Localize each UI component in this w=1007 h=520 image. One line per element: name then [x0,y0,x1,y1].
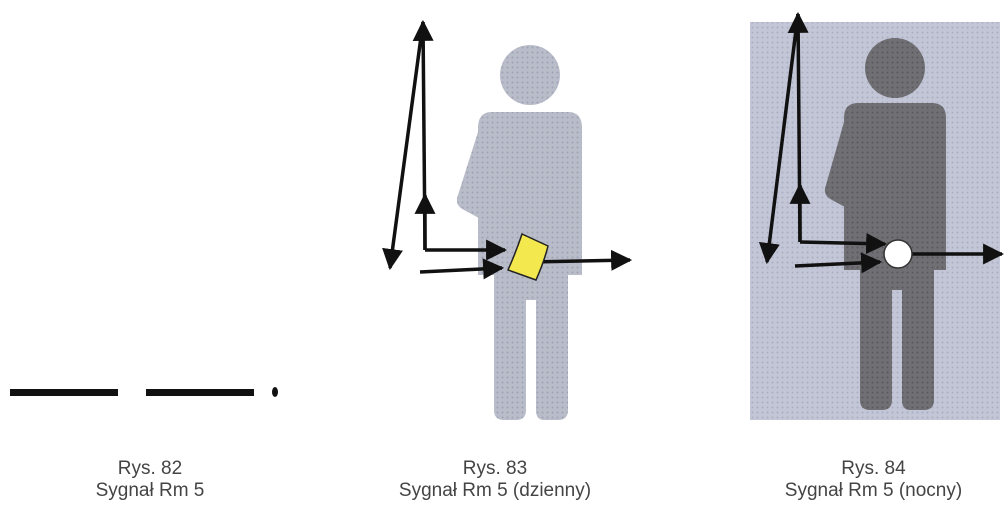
person-head [865,38,925,98]
figure-84-number: Rys. 84 [740,458,1007,480]
figure-84: Rys. 84 Sygnał Rm 5 (nocny) [740,0,1007,520]
person-yellow-flag-signal-icon [330,0,660,440]
arrow-horizontal-top [800,242,885,244]
arrow-down-swing [390,22,423,268]
figure-83: Rys. 83 Sygnał Rm 5 (dzienny) [330,0,660,520]
white-lamp [884,240,912,268]
person-head [500,45,560,105]
figure-83-caption: Rys. 83 Sygnał Rm 5 (dzienny) [330,458,660,502]
figure-82-number: Rys. 82 [0,458,300,480]
long-dash-2 [146,389,254,396]
person-silhouette [457,45,582,420]
long-dash-1 [10,389,118,396]
arrow-up-high [798,14,800,242]
figure-82-caption: Rys. 82 Sygnał Rm 5 [0,458,300,502]
figure-83-number: Rys. 83 [330,458,660,480]
morse-dash-dash-dot-icon [0,0,300,440]
figure-84-caption: Rys. 84 Sygnał Rm 5 (nocny) [740,458,1007,502]
person-white-lamp-signal-icon [740,0,1007,440]
figure-82-title: Sygnał Rm 5 [0,480,300,502]
figure-82: Rys. 82 Sygnał Rm 5 [0,0,300,520]
figure-84-title: Sygnał Rm 5 (nocny) [740,480,1007,502]
arrow-hip-right [530,260,630,262]
arrow-up-high [423,22,425,250]
figure-83-title: Sygnał Rm 5 (dzienny) [330,480,660,502]
short-dot [272,387,278,397]
